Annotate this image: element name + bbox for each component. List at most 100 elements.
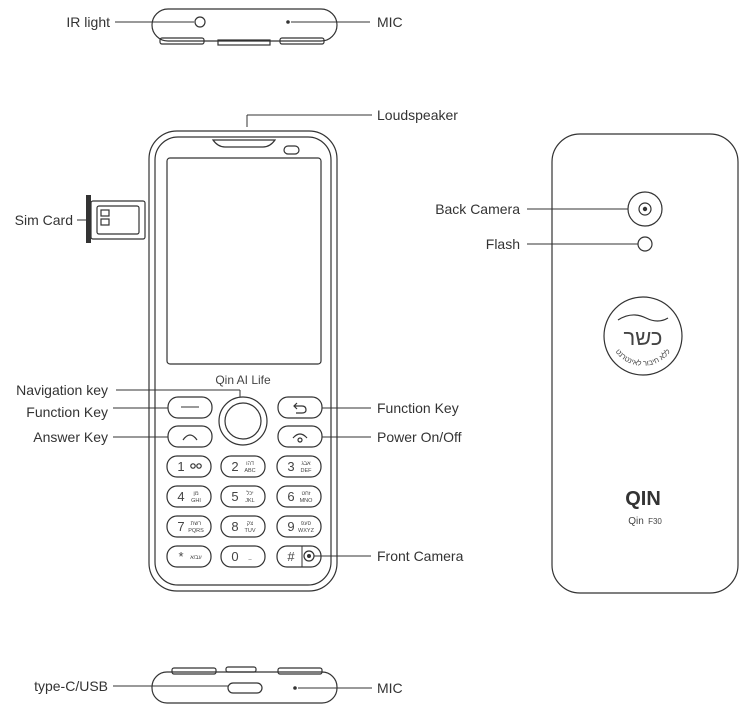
keypad-key-outline bbox=[220, 545, 266, 568]
keypad-letters: WXYZ bbox=[298, 528, 315, 534]
power-label: Power On/Off bbox=[377, 429, 462, 445]
kosher-seal: כשר ללא חיבור לאינטרנט bbox=[603, 296, 683, 376]
keypad-digit: 4 bbox=[177, 489, 184, 504]
top-side-key-left bbox=[159, 37, 205, 45]
keypad-digit: 0 bbox=[231, 549, 238, 564]
mic-top-label: MIC bbox=[377, 14, 403, 30]
front-camera-label: Front Camera bbox=[377, 548, 464, 564]
kosher-word: כשר bbox=[624, 325, 663, 350]
keypad-digit: 3 bbox=[287, 459, 294, 474]
keypad-letters: רשת bbox=[191, 521, 202, 527]
mic-top-hole-icon bbox=[286, 20, 290, 24]
navigation-key bbox=[224, 402, 262, 440]
top-view: IR light MIC bbox=[66, 8, 403, 46]
end-call-icon bbox=[292, 433, 308, 439]
sim-chip-a-icon bbox=[100, 209, 110, 217]
back-view: Back Camera Flash כשר ללא חיבור לאינטרנט… bbox=[435, 133, 739, 594]
keypad-key-outline bbox=[166, 515, 212, 538]
screen bbox=[166, 157, 322, 365]
kosher-seal-wave-icon bbox=[617, 314, 669, 322]
keypad-key: 1 bbox=[166, 455, 212, 478]
type-c-label: type-C/USB bbox=[34, 678, 108, 694]
function-key-right bbox=[277, 396, 323, 419]
bottom-view: type-C/USB MIC bbox=[34, 666, 403, 704]
sim-tray-slot bbox=[96, 205, 140, 235]
front-camera-lens-icon bbox=[307, 554, 311, 558]
keypad-letters: זחט bbox=[302, 491, 311, 497]
type-c-port-icon bbox=[227, 682, 263, 694]
power-key bbox=[277, 425, 323, 448]
loudspeaker-label: Loudspeaker bbox=[377, 107, 458, 123]
keypad-digit: 6 bbox=[287, 489, 294, 504]
back-camera-lens-icon bbox=[642, 206, 648, 212]
front-inner-frame bbox=[154, 136, 332, 586]
sim-tray-cap bbox=[86, 195, 91, 243]
back-camera-label: Back Camera bbox=[435, 201, 520, 217]
keypad-letters: TUV bbox=[245, 528, 256, 534]
top-side-key-right bbox=[279, 37, 325, 45]
ir-light-label: IR light bbox=[66, 14, 110, 30]
keypad-key-outline bbox=[276, 455, 322, 478]
keypad-key-outline bbox=[220, 515, 266, 538]
keypad-key: * עב/א bbox=[166, 545, 212, 568]
top-ridge bbox=[217, 39, 271, 46]
kosher-seal-outer bbox=[603, 296, 683, 376]
keypad-key-outline bbox=[276, 485, 322, 508]
brand-line: Qin AI Life bbox=[215, 373, 271, 387]
keypad-letters: ABC bbox=[244, 468, 255, 474]
keypad-letters: JKL bbox=[245, 498, 254, 504]
call-icon bbox=[182, 434, 198, 441]
model-name: Qin bbox=[628, 516, 644, 527]
power-icon bbox=[297, 437, 303, 443]
model-number: F30 bbox=[648, 517, 662, 526]
flash-label: Flash bbox=[486, 236, 520, 252]
mic-bottom-hole-icon bbox=[293, 686, 297, 690]
qin-logo: QIN Qin F30 bbox=[625, 488, 662, 527]
keypad-letters: _ bbox=[247, 555, 252, 561]
back-camera-icon bbox=[638, 202, 652, 216]
back-body bbox=[551, 133, 739, 594]
answer-key-label: Answer Key bbox=[33, 429, 108, 445]
keypad-key-outline bbox=[276, 515, 322, 538]
qin-logo-mark: QIN bbox=[625, 488, 661, 510]
flash-icon bbox=[637, 236, 653, 252]
navigation-ring bbox=[218, 396, 268, 446]
keypad-letters: צק bbox=[247, 521, 253, 527]
loudspeaker-slot-icon bbox=[211, 139, 277, 148]
keypad-digit: 7 bbox=[177, 519, 184, 534]
bottom-side-key-right bbox=[277, 667, 323, 675]
keypad-letters: יכל bbox=[246, 490, 253, 497]
keypad-digit: * bbox=[178, 549, 183, 564]
bottom-side-key-left bbox=[171, 667, 217, 675]
keypad-key-outline bbox=[166, 485, 212, 508]
keypad-letters: עב/א bbox=[190, 555, 201, 561]
keypad-key-outline bbox=[220, 485, 266, 508]
keypad-letters: דהו bbox=[246, 461, 254, 467]
keypad-digit: # bbox=[287, 549, 295, 564]
sim-tray: Sim Card bbox=[15, 195, 146, 243]
answer-key bbox=[167, 425, 213, 448]
keypad-key: 0_ bbox=[220, 545, 266, 568]
back-icon bbox=[293, 402, 307, 414]
voicemail-icon bbox=[196, 463, 202, 469]
keypad-letters: MNO bbox=[300, 498, 314, 504]
keypad-letters: מן bbox=[193, 491, 198, 497]
keypad-letters: DEF bbox=[301, 468, 313, 474]
keypad-key-outline bbox=[166, 455, 212, 478]
kosher-arc-text: ללא חיבור לאינטרנט bbox=[614, 347, 673, 368]
keypad-key-outline bbox=[220, 455, 266, 478]
navigation-key-label: Navigation key bbox=[16, 382, 108, 398]
keypad-digit: 5 bbox=[231, 489, 238, 504]
sim-chip-b-icon bbox=[100, 218, 110, 226]
function-key-right-label: Function Key bbox=[377, 400, 459, 416]
sim-card-label: Sim Card bbox=[15, 212, 73, 228]
keypad-digit: 2 bbox=[231, 459, 238, 474]
